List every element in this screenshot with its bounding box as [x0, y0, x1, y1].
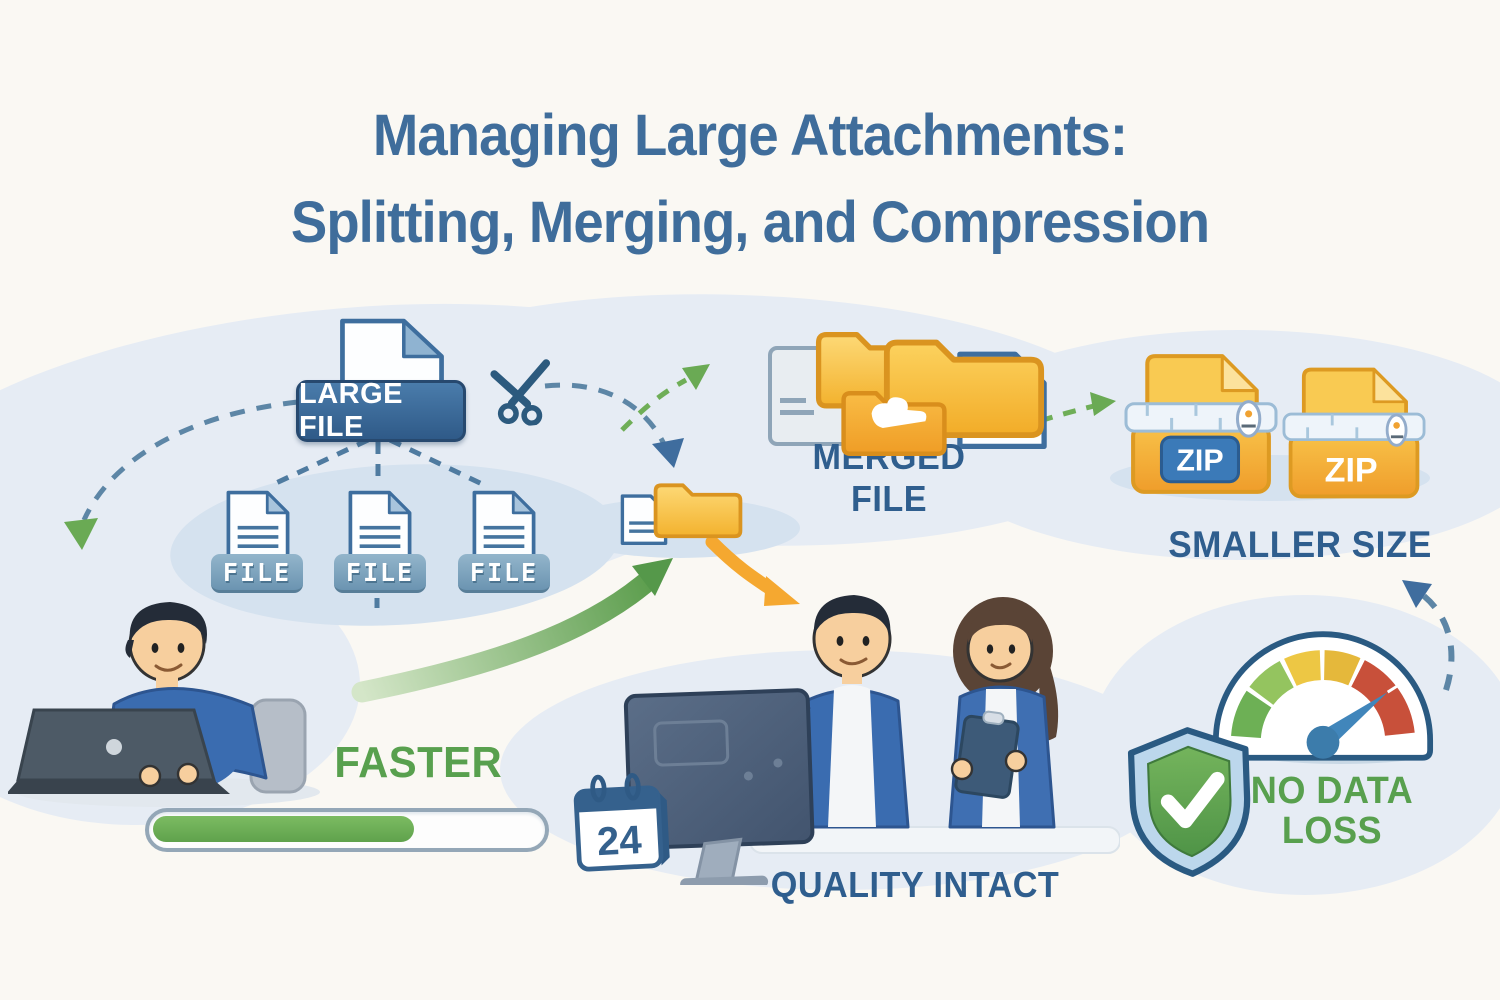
calendar-day: 24 [596, 818, 643, 864]
no-data-loss-label: NO DATA LOSS [1242, 770, 1423, 852]
dashed-arrow-to-folder [544, 382, 667, 446]
file-badge: FILE [458, 554, 550, 593]
progress-bar [145, 808, 549, 852]
calendar-icon: 24 [573, 772, 670, 872]
file-badge: FILE [211, 554, 303, 593]
quality-intact-label: QUALITY INTACT [770, 864, 1060, 905]
zip-label: ZIP [1176, 444, 1223, 478]
zip-file-icon: ZIP [1282, 367, 1426, 499]
no-data-loss-line-2: LOSS [1281, 809, 1383, 852]
green-arrowhead [682, 364, 710, 390]
blue-arrowhead [652, 438, 684, 468]
split-line [272, 437, 370, 487]
document-icon [472, 490, 536, 560]
file-label: FILE [222, 557, 292, 587]
dashed-arrow-to-user [81, 399, 299, 522]
orange-arrowhead [764, 576, 800, 606]
smaller-size-label: SMALLER SIZE [1168, 524, 1432, 565]
large-file-label: LARGE FILE [299, 378, 403, 443]
folder-icon [841, 391, 947, 456]
people-at-monitor-illustration [623, 595, 1120, 885]
green-swoosh-head [632, 558, 673, 596]
title-line-1: Managing Large Attachments: [372, 103, 1128, 168]
green-swoosh-arrow [351, 573, 655, 703]
document-icon [226, 490, 290, 560]
folder-icon [653, 483, 743, 539]
file-label: FILE [469, 557, 539, 587]
title-line-2: Splitting, Merging, and Compression [290, 190, 1210, 255]
blue-arrowhead [1402, 580, 1432, 608]
document-icon [348, 490, 412, 560]
dashed-arrow-to-merged [620, 377, 688, 432]
green-arrowhead [64, 518, 98, 550]
no-data-loss-line-1: NO DATA [1250, 770, 1414, 812]
scissors-icon [490, 359, 551, 426]
file-badge: FILE [334, 554, 426, 593]
gauge-icon [1212, 631, 1434, 761]
faster-label: FASTER [334, 738, 503, 787]
file-label: FILE [345, 557, 415, 587]
person-at-laptop-illustration [8, 602, 320, 807]
progress-fill [153, 816, 415, 842]
zip-file-icon: ZIP [1124, 354, 1278, 494]
orange-arrow [705, 535, 779, 597]
page-title: Managing Large Attachments: Splitting, M… [0, 92, 1500, 266]
split-line [388, 437, 484, 487]
dashed-arrow-up [1422, 593, 1455, 691]
shield-check-icon [1127, 727, 1251, 877]
zip-label: ZIP [1325, 451, 1378, 489]
green-arrowhead [1090, 392, 1116, 416]
large-file-badge: LARGE FILE [296, 378, 466, 443]
